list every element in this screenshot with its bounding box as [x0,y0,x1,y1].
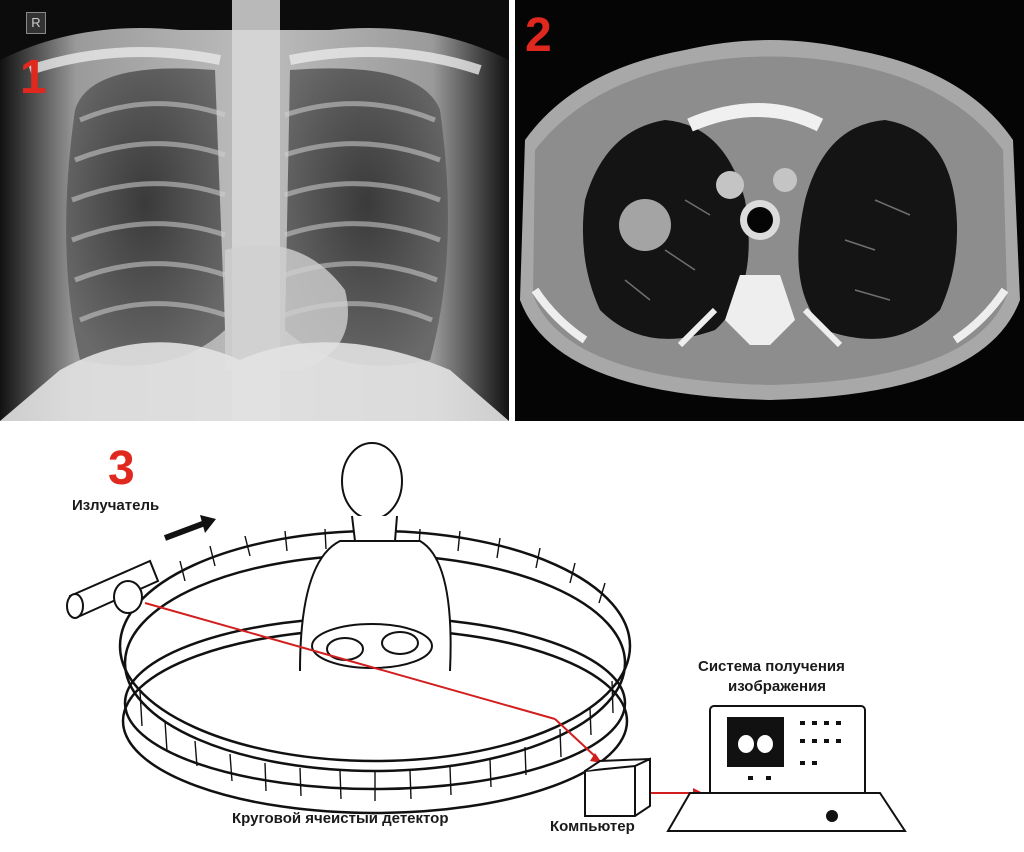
detector-cells [139,528,614,801]
x-ray-beam [144,602,556,720]
emitter-label: Излучатель [72,497,160,514]
imaging-system-label-line2: изображения [728,678,827,695]
detector-to-computer-line [554,718,599,760]
imaging-system-label-line1: Система получения [698,658,845,675]
computer-label: Компьютер [550,818,635,835]
ct-scanner-diagram: 3 Излучатель Круговой ячеистый детектор … [0,421,1024,852]
rib-lines [71,101,441,323]
computer-box [584,757,651,817]
ct-scan-image: 2 [515,0,1024,421]
chest-xray-drawing [0,0,509,421]
panel-number-2: 2 [525,9,552,62]
emitter [66,559,160,619]
console-buttons [748,721,841,822]
panel-number-1: 1 [20,51,47,104]
ct-slice-drawing [515,0,1024,421]
lung-vessels [624,199,911,301]
lung-nodule [619,199,671,251]
detector-label: Круговой ячеистый детектор [232,810,449,827]
scanner-drawing [66,442,907,832]
panel-number-3: 3 [108,442,135,495]
side-marker-r: R [26,12,46,34]
imaging-system [666,705,907,832]
chest-xray-image: R 1 [0,0,509,421]
patient-figure [299,442,452,672]
